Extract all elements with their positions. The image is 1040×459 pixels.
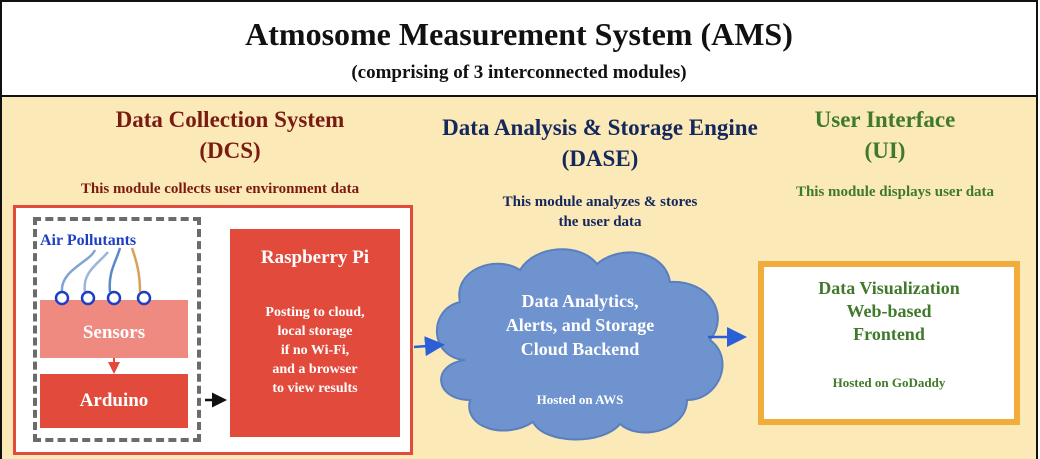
ui-title: User Interface (UI) xyxy=(745,104,1025,166)
diagram-title: Atmosome Measurement System (AMS) xyxy=(245,16,793,52)
dcs-title: Data Collection System (DCS) xyxy=(30,104,430,166)
rpi-text-line: to view results xyxy=(272,381,358,396)
cloud-text-line: Data Analytics, xyxy=(521,291,639,311)
ui-description: This module displays user data xyxy=(795,184,995,200)
sensors-label: Sensors xyxy=(82,322,146,343)
raspberry-pi-label: Raspberry Pi xyxy=(260,247,370,268)
sensor-dot xyxy=(136,290,152,306)
pollutant-wires xyxy=(60,247,142,293)
cloud-icon xyxy=(435,248,724,441)
dcs-description: This module collects user environment da… xyxy=(80,181,360,197)
ui-title-line1: User Interface xyxy=(814,107,956,132)
header: Atmosome Measurement System (AMS) (compr… xyxy=(2,2,1036,97)
sensor-dot xyxy=(106,290,122,306)
frontend-text-line: Frontend xyxy=(853,324,925,344)
frontend-box xyxy=(758,261,1020,425)
frontend-text-line: Data Visualization xyxy=(818,278,960,298)
sensor-dot xyxy=(80,290,96,306)
dcs-title-line2: (DCS) xyxy=(199,138,261,163)
arduino-block: Arduino xyxy=(40,374,188,428)
rpi-text-line: Posting to cloud, xyxy=(265,305,365,320)
diagram-subtitle: (comprising of 3 interconnected modules) xyxy=(351,62,687,83)
dase-title-line2: (DASE) xyxy=(561,146,639,171)
raspberry-pi-block: Raspberry Pi Posting to cloud, local sto… xyxy=(230,229,400,437)
raspberry-pi-description: Posting to cloud, local storage if no Wi… xyxy=(236,303,394,398)
frontend-text: Data Visualization Web-based Frontend xyxy=(758,277,1020,346)
dase-description-line2: the user data xyxy=(558,214,642,230)
aws-hosting-label: Hosted on AWS xyxy=(536,392,624,407)
sensor-group-dashed-box xyxy=(33,217,201,442)
sensor-dot xyxy=(54,290,70,306)
rpi-text-line: and a browser xyxy=(272,362,358,377)
sensor-dots xyxy=(54,290,152,306)
cloud-shape xyxy=(435,248,724,441)
cloud-text-line: Cloud Backend xyxy=(520,339,640,359)
godaddy-hosting-label: Hosted on GoDaddy xyxy=(832,375,946,390)
ui-title-line2: (UI) xyxy=(864,138,906,163)
cloud-text: Data Analytics, Alerts, and Storage Clou… xyxy=(465,289,695,361)
dcs-to-dase-arrow xyxy=(413,336,445,357)
rpi-text-line: if no Wi-Fi, xyxy=(280,343,350,358)
dase-title-line1: Data Analysis & Storage Engine xyxy=(442,115,758,140)
rpi-text-line: local storage xyxy=(277,324,353,339)
dase-description-line1: This module analyzes & stores xyxy=(502,194,698,210)
air-pollutants-label: Air Pollutants xyxy=(40,232,137,249)
frontend-text-line: Web-based xyxy=(846,301,932,321)
arduino-label: Arduino xyxy=(79,390,149,411)
dase-title: Data Analysis & Storage Engine (DASE) xyxy=(400,112,800,174)
dcs-title-line1: Data Collection System xyxy=(115,107,345,132)
cloud-text-line: Alerts, and Storage xyxy=(505,315,655,335)
sensors-block: Sensors xyxy=(40,300,188,358)
dase-description: This module analyzes & stores the user d… xyxy=(430,192,770,232)
